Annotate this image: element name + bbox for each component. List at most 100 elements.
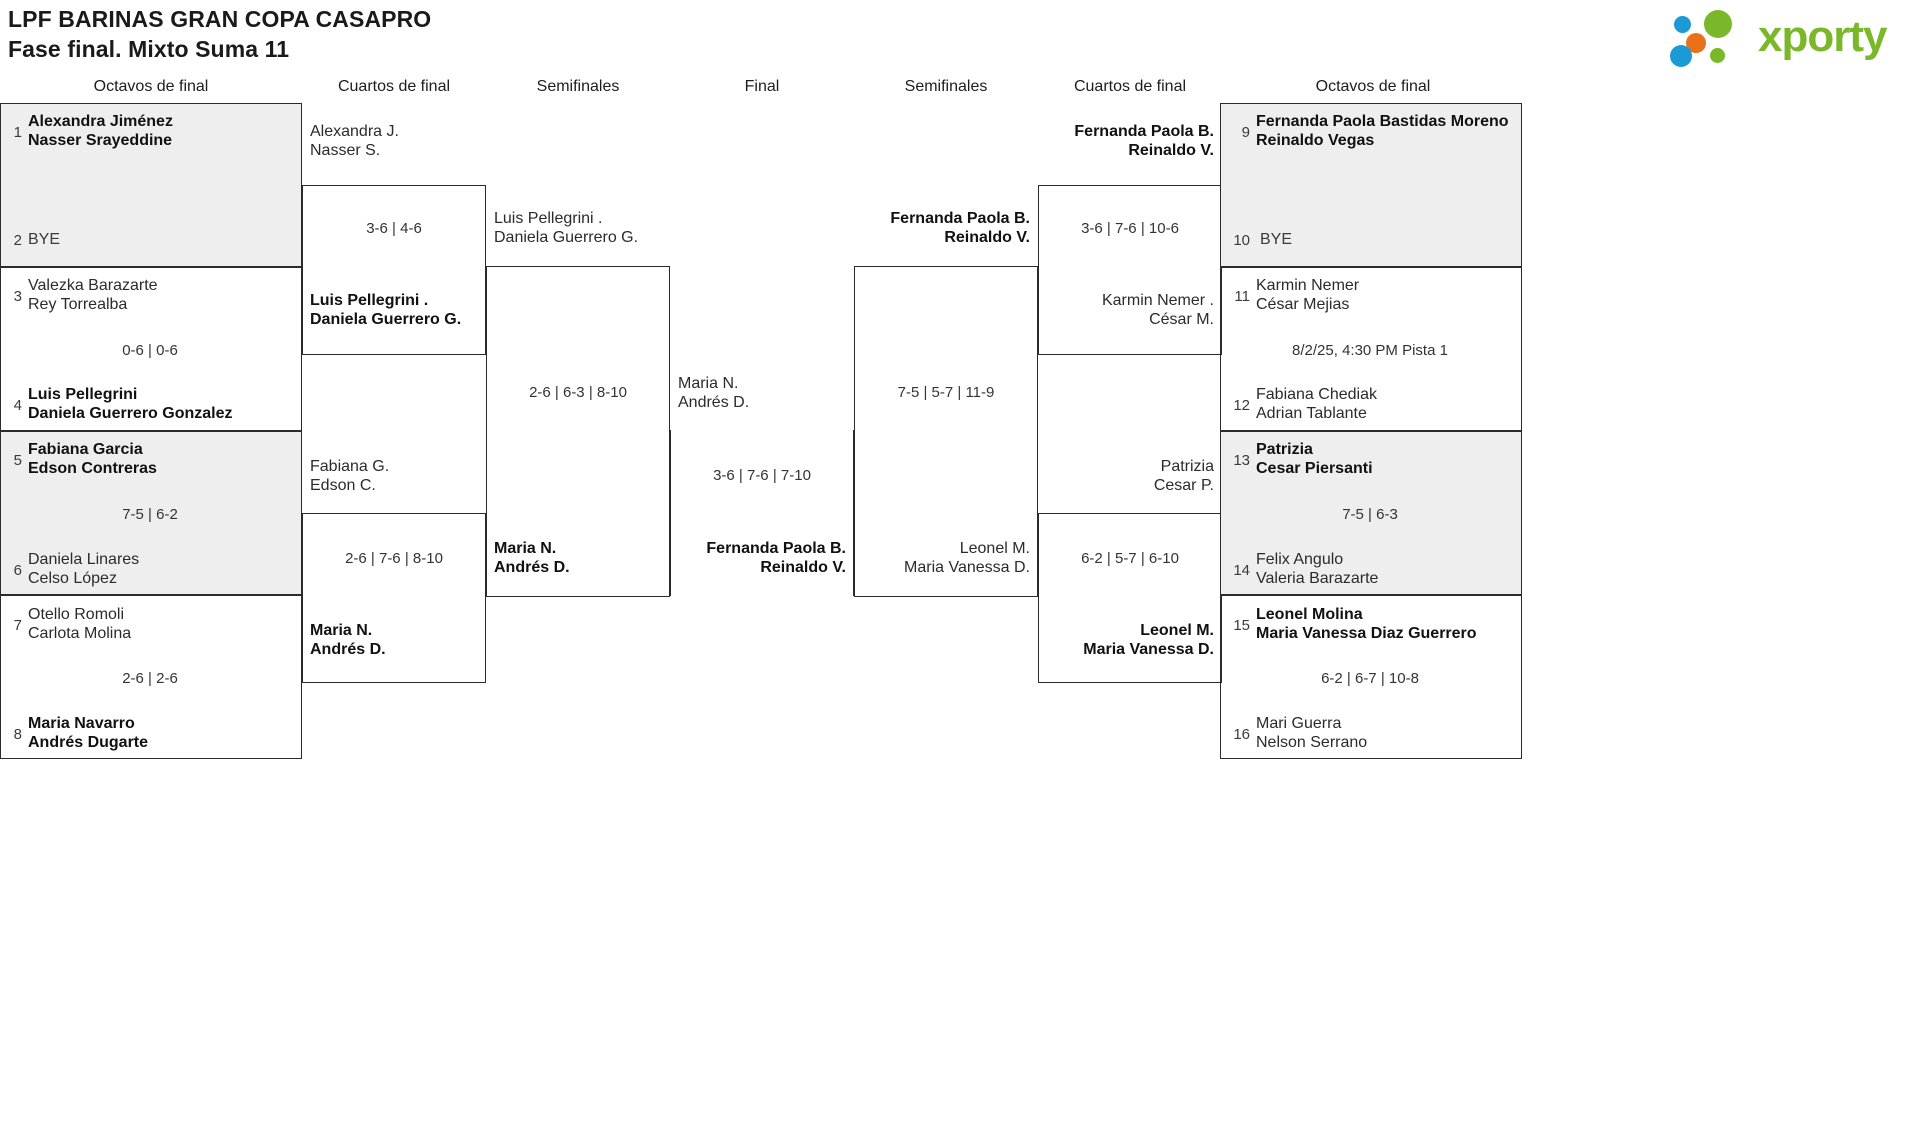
player-line-2: Reinaldo V. bbox=[944, 229, 1030, 246]
left-r16-match-1-box[interactable] bbox=[0, 103, 302, 267]
tournament-title: LPF BARINAS GRAN COPA CASAPRO bbox=[8, 6, 432, 32]
left-qf-match-2-box[interactable] bbox=[302, 513, 486, 683]
player-names: Leonel M. Maria Vanessa D. bbox=[850, 539, 1030, 577]
player-line-1: Fernanda Paola B. bbox=[890, 210, 1030, 227]
player-names: Maria Navarro Andrés Dugarte bbox=[28, 714, 148, 752]
seed-number: 12 bbox=[1233, 397, 1250, 414]
player-line-2: Reinaldo Vegas bbox=[1256, 132, 1375, 149]
player-line-1: Fernanda Paola B. bbox=[706, 540, 846, 557]
player-names: Fernanda Paola Bastidas Moreno Reinaldo … bbox=[1256, 112, 1509, 150]
seed-number: 6 bbox=[13, 562, 22, 579]
final-match-box[interactable] bbox=[670, 430, 854, 596]
left-qf-score-2: 2-6 | 7-6 | 8-10 bbox=[345, 550, 443, 567]
seed-number: 4 bbox=[13, 397, 22, 414]
tournament-subtitle: Fase final. Mixto Suma 11 bbox=[8, 36, 290, 62]
seed-number: 3 bbox=[13, 288, 22, 305]
player-line-2: Maria Vanessa D. bbox=[1083, 641, 1214, 658]
player-line-2: César M. bbox=[1149, 311, 1214, 328]
player-line-2: Maria Vanessa D. bbox=[904, 559, 1030, 576]
player-names: Patrizia Cesar P. bbox=[1034, 457, 1214, 495]
player-line-2: Carlota Molina bbox=[28, 625, 132, 642]
player-line-2: Reinaldo V. bbox=[1128, 142, 1214, 159]
seed-number: 16 bbox=[1233, 726, 1250, 743]
player-line-1: Fabiana Chediak bbox=[1256, 386, 1377, 403]
seed-number: 2 bbox=[13, 232, 22, 249]
right-qf-match-2-box[interactable] bbox=[1038, 513, 1222, 683]
right-r16-match-2-box[interactable] bbox=[1220, 267, 1522, 431]
final-score: 3-6 | 7-6 | 7-10 bbox=[713, 467, 811, 484]
player-line-2: Reinaldo V. bbox=[760, 559, 846, 576]
logo-dot-orange bbox=[1686, 33, 1706, 53]
player-names: Fernanda Paola B. Reinaldo V. bbox=[666, 539, 846, 577]
right-qf-score-1: 3-6 | 7-6 | 10-6 bbox=[1081, 220, 1179, 237]
player-line-2: Andrés Dugarte bbox=[28, 734, 149, 751]
seed-number: 14 bbox=[1233, 562, 1250, 579]
player-line-1: Felix Angulo bbox=[1256, 551, 1344, 568]
player-line-1: Maria Navarro bbox=[28, 715, 135, 732]
player-line-2: César Mejias bbox=[1256, 296, 1350, 313]
round-heading-left-r16: Octavos de final bbox=[93, 78, 209, 95]
bye-label: BYE bbox=[1260, 231, 1293, 248]
right-qf-score-2: 6-2 | 5-7 | 6-10 bbox=[1081, 550, 1179, 567]
player-line-2: Celso López bbox=[28, 570, 117, 587]
seed-number: 5 bbox=[13, 452, 22, 469]
right-sf-match-box[interactable] bbox=[854, 266, 1038, 597]
player-names: Patrizia Cesar Piersanti bbox=[1256, 440, 1373, 478]
left-r16-match-3-box[interactable] bbox=[0, 431, 302, 595]
left-sf-match-box[interactable] bbox=[486, 266, 670, 597]
xporty-logo[interactable]: xporty bbox=[1666, 8, 1906, 67]
player-names: Maria N. Andrés D. bbox=[494, 539, 570, 577]
left-r16-score-3: 7-5 | 6-2 bbox=[122, 506, 178, 523]
left-qf-match-1-box[interactable] bbox=[302, 185, 486, 355]
player-line-1: Karmin Nemer bbox=[1256, 277, 1360, 294]
round-heading-right-qf: Cuartos de final bbox=[1073, 78, 1187, 95]
player-line-2: Cesar Piersanti bbox=[1256, 460, 1373, 477]
seed-number: 7 bbox=[13, 617, 22, 634]
round-heading-left-qf: Cuartos de final bbox=[337, 78, 451, 95]
player-names: Karmin Nemer César Mejias bbox=[1256, 276, 1359, 314]
left-r16-match-4-box[interactable] bbox=[0, 595, 302, 759]
player-names: Alexandra Jiménez Nasser Srayeddine bbox=[28, 112, 173, 150]
player-names: Fabiana G. Edson C. bbox=[310, 457, 389, 495]
player-line-1: Fernanda Paola B. bbox=[1074, 123, 1214, 140]
player-names: Alexandra J. Nasser S. bbox=[310, 122, 399, 160]
player-line-2: Maria Vanessa Diaz Guerrero bbox=[1256, 625, 1477, 642]
seed-number: 8 bbox=[13, 726, 22, 743]
player-line-1: Maria N. bbox=[678, 375, 739, 392]
right-qf-match-1-box[interactable] bbox=[1038, 185, 1222, 355]
player-names: Fabiana Garcia Edson Contreras bbox=[28, 440, 157, 478]
left-r16-match-2-box[interactable] bbox=[0, 267, 302, 431]
player-line-1: Patrizia bbox=[1256, 441, 1313, 458]
round-heading-right-sf: Semifinales bbox=[904, 78, 988, 95]
player-names: Fabiana Chediak Adrian Tablante bbox=[1256, 385, 1377, 423]
seed-number: 10 bbox=[1233, 232, 1250, 249]
player-line-1: Mari Guerra bbox=[1256, 715, 1342, 732]
player-line-1: Luis Pellegrini . bbox=[494, 210, 603, 227]
player-line-1: Fabiana G. bbox=[310, 458, 390, 475]
right-r16-match-1-box[interactable] bbox=[1220, 103, 1522, 267]
logo-dot-blue-bottom bbox=[1670, 45, 1692, 67]
left-qf-score-1: 3-6 | 4-6 bbox=[366, 220, 422, 237]
player-names: Leonel Molina Maria Vanessa Diaz Guerrer… bbox=[1256, 605, 1477, 643]
player-line-2: Cesar P. bbox=[1153, 477, 1214, 494]
player-line-1: Fabiana Garcia bbox=[28, 441, 143, 458]
player-line-1: Otello Romoli bbox=[28, 606, 125, 623]
player-line-1: Luis Pellegrini . bbox=[310, 292, 429, 309]
player-names: Felix Angulo Valeria Barazarte bbox=[1256, 550, 1378, 588]
player-line-1: Maria N. bbox=[494, 540, 557, 557]
player-names: Leonel M. Maria Vanessa D. bbox=[1034, 621, 1214, 659]
bye-label: BYE bbox=[28, 231, 61, 248]
player-names: Fernanda Paola B. Reinaldo V. bbox=[1034, 122, 1214, 160]
player-names: Luis Pellegrini . Daniela Guerrero G. bbox=[494, 209, 638, 247]
player-names: Daniela Linares Celso López bbox=[28, 550, 139, 588]
player-line-1: Leonel M. bbox=[1140, 622, 1214, 639]
left-r16-score-4: 2-6 | 2-6 bbox=[122, 670, 178, 687]
seed-number: 15 bbox=[1233, 617, 1250, 634]
right-r16-match-3-box[interactable] bbox=[1220, 431, 1522, 595]
page-header: LPF BARINAS GRAN COPA CASAPRO Fase final… bbox=[8, 4, 431, 64]
player-names: Luis Pellegrini . Daniela Guerrero G. bbox=[310, 291, 461, 329]
right-r16-match-4-box[interactable] bbox=[1220, 595, 1522, 759]
player-line-2: Edson C. bbox=[310, 477, 376, 494]
player-line-2: Valeria Barazarte bbox=[1256, 570, 1379, 587]
player-line-1: Leonel Molina bbox=[1256, 606, 1363, 623]
